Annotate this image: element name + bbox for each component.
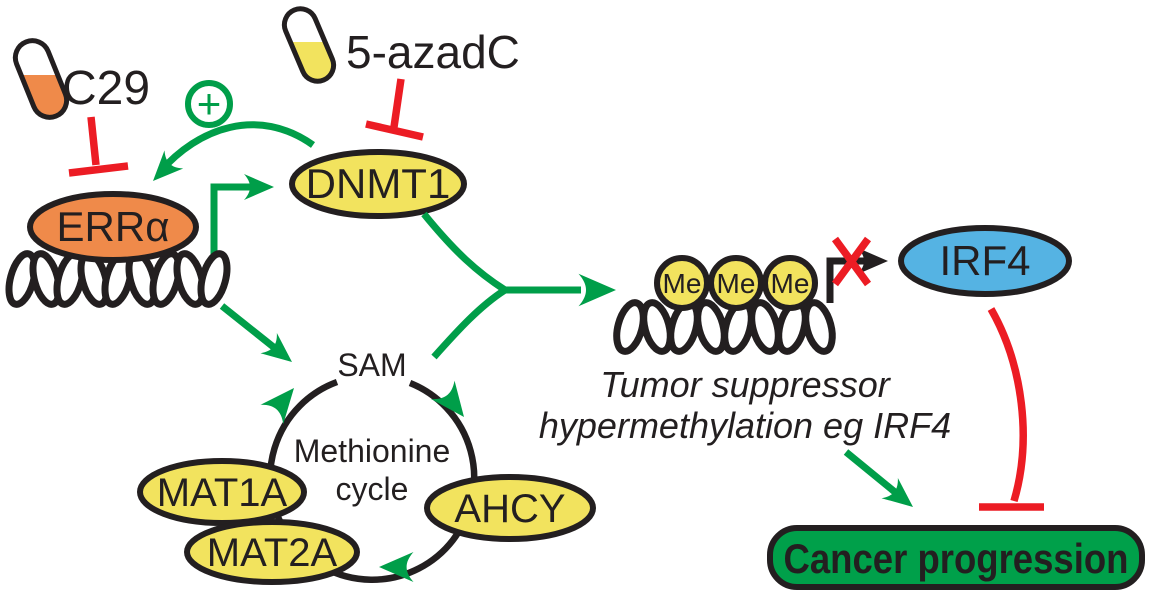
methylation-arrowhead-icon (578, 273, 616, 307)
azadc-pill-icon (279, 6, 339, 87)
cycle-arrowhead-left-icon (260, 378, 306, 425)
ahcy-node (424, 474, 596, 542)
mat2a-node (184, 519, 360, 585)
tumor-suppressor-caption-line1: Tumor suppressor (600, 364, 891, 405)
azadc-label: 5-azadC (346, 26, 520, 78)
cancer-progression-label: Cancer progression (784, 535, 1129, 582)
irf4-inhibition-tbar (979, 307, 1044, 511)
c29-label: C29 (62, 62, 150, 115)
dnmt1-to-erra-arrow (157, 121, 316, 175)
me-label-2: Me (717, 268, 756, 299)
erra-node (27, 191, 199, 263)
sam-to-methylation-arrow (431, 287, 507, 360)
methyl-group-1: Me (654, 255, 710, 311)
irf4-label: IRF4 (939, 237, 1030, 284)
irf4-node (898, 225, 1072, 297)
methyl-group-2: Me (708, 255, 764, 311)
mat1a-label: MAT1A (157, 471, 288, 515)
sam-label: SAM (337, 347, 406, 383)
methionine-cycle-circle (266, 378, 478, 583)
methionine-cycle-label-line1: Methionine (294, 433, 451, 469)
azadc-inhibition-tbar (365, 78, 424, 141)
dnmt1-to-methylation-arrow (421, 211, 581, 294)
tumor-suppressor-caption-line2: hypermethylation eg IRF4 (539, 405, 951, 446)
dnmt1-label: DNMT1 (306, 160, 451, 207)
blocked-transcription-x-icon (831, 236, 872, 287)
c29-inhibition-tbar (68, 116, 129, 177)
methyl-group-3: Me (762, 255, 818, 311)
mat1a-node (137, 458, 307, 526)
erra-to-sam-arrow (219, 303, 284, 356)
positive-regulation-circle-icon (185, 80, 233, 128)
mat2a-label: MAT2A (207, 531, 338, 575)
erra-label: ERRα (57, 203, 170, 250)
ahcy-label: AHCY (454, 487, 565, 531)
hypermethylation-to-cancer-arrow (843, 449, 904, 500)
dnmt1-node (289, 149, 467, 219)
me-label-1: Me (663, 268, 702, 299)
plus-sign: + (197, 80, 222, 127)
me-label-3: Me (771, 268, 810, 299)
methionine-cycle-label-line2: cycle (336, 471, 409, 507)
blocked-transcription-arrow (826, 257, 870, 303)
cancer-progression-box (767, 525, 1145, 590)
